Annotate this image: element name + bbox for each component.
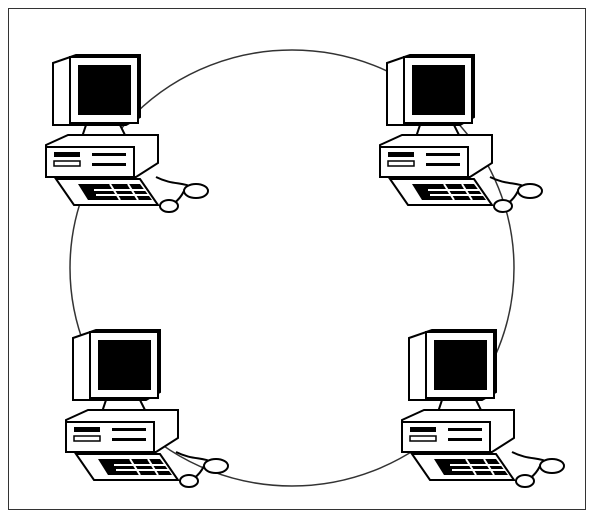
computer-bottom-left xyxy=(66,330,228,487)
computer-bottom-right xyxy=(402,330,564,487)
computer-top-right xyxy=(380,55,542,212)
computer-top-left xyxy=(46,55,208,212)
